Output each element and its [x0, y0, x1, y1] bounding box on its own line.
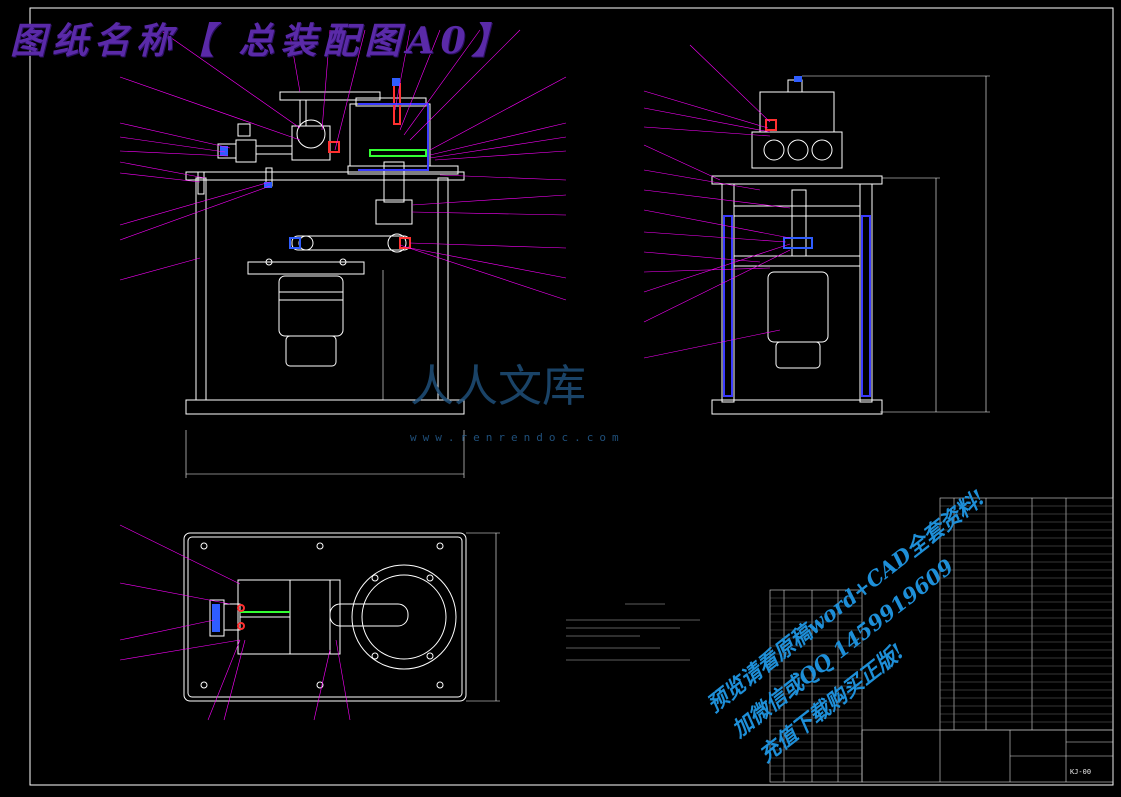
front-view-leaders — [119, 29, 567, 301]
watermark-logo: 人人文库 — [410, 361, 586, 412]
technical-notes — [566, 603, 700, 661]
top-view-leaders — [119, 524, 351, 721]
front-view-dimension — [185, 270, 465, 478]
side-view-color-details — [723, 76, 871, 397]
side-view — [711, 79, 883, 415]
parts-list-rows — [770, 505, 1113, 783]
drawing-code: KJ-00 — [1070, 768, 1092, 776]
sheet-border — [29, 7, 1114, 786]
top-view-dimension — [466, 532, 500, 702]
drawing-title: 图纸名称【 总装配图A0】 — [10, 20, 514, 62]
front-view — [185, 91, 465, 415]
top-view-color-details — [212, 604, 290, 632]
front-view-color-details — [220, 78, 429, 249]
side-view-leaders — [643, 44, 791, 359]
side-view-dimension — [802, 75, 990, 413]
top-view — [183, 532, 467, 702]
watermark-url: www.renrendoc.com — [410, 431, 625, 444]
